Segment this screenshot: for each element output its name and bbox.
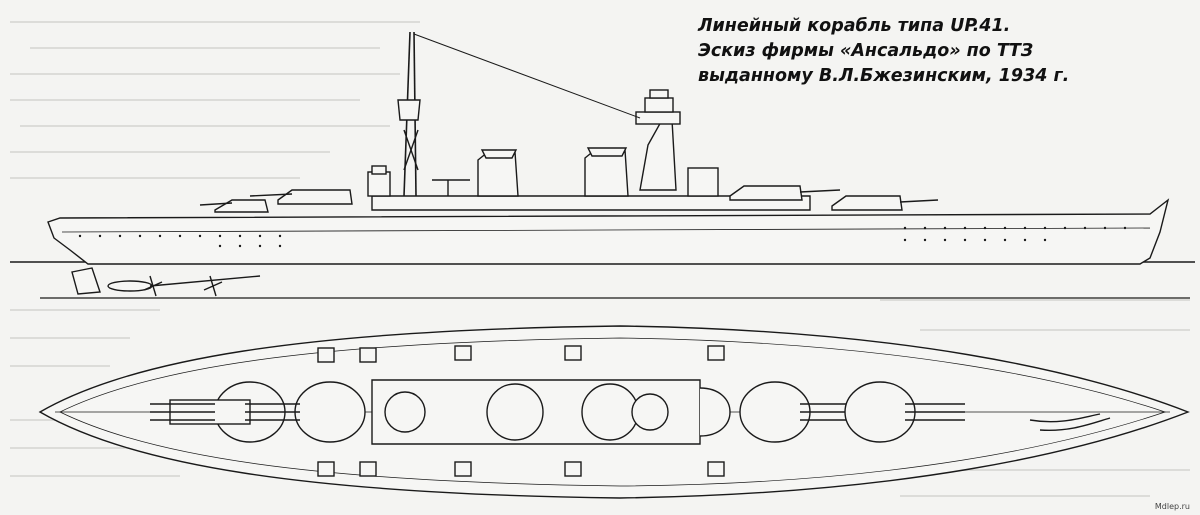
aft-turrets [199, 189, 353, 213]
plan-bow-fittings [1029, 413, 1111, 432]
plan-secondary-guns [317, 345, 725, 477]
watermark: Mdlep.ru [1154, 502, 1190, 511]
hull [47, 198, 1170, 265]
caption-line-1: Линейный корабль типа UP.41. [698, 16, 1011, 36]
portholes-aft [78, 234, 282, 248]
side-profile-view [10, 31, 1195, 299]
caption-line-3: выданному В.Л.Бжезинским, 1934 г. [698, 66, 1070, 86]
portholes-fore [903, 226, 1127, 242]
fore-turrets [729, 185, 939, 211]
caption-line-2: Эскиз фирмы «Ансальдо» по ТТЗ [698, 41, 1034, 61]
drawing-caption: Линейный корабль типа UP.41. Эскиз фирмы… [698, 14, 1138, 89]
paper-texture [10, 21, 1190, 497]
plan-view [38, 325, 1190, 499]
superstructure [367, 31, 811, 211]
plan-superstructure [371, 379, 731, 445]
plan-aft-turrets [150, 381, 366, 443]
plan-fore-turrets [739, 381, 965, 443]
propellers-rudder [71, 267, 261, 297]
